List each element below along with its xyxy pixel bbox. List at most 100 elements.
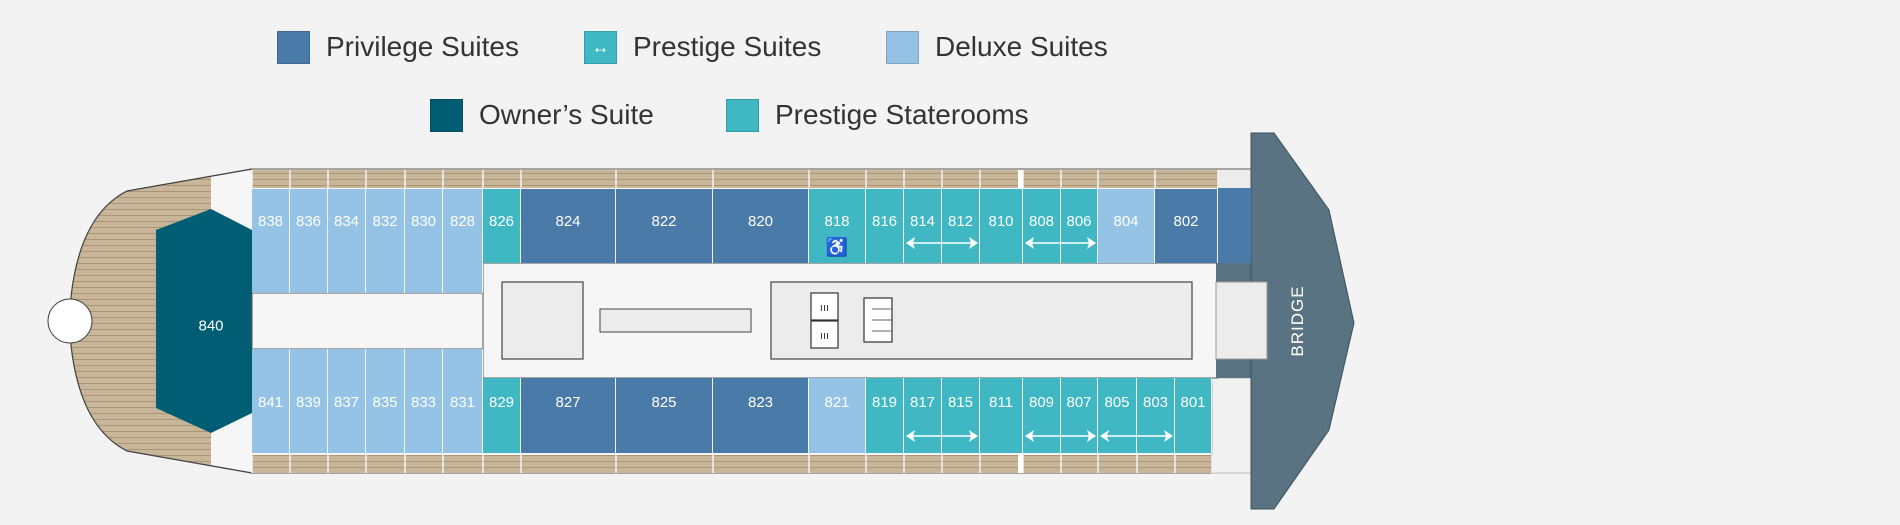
cabin-number: 815 [947, 394, 974, 411]
cabin-number: 832 [372, 213, 398, 230]
cabin-809[interactable]: 809 [1023, 378, 1061, 453]
cabin-number: 834 [333, 213, 360, 230]
cabin-821[interactable]: 821 [809, 378, 866, 453]
cabin-829[interactable]: 829 [483, 378, 521, 453]
cabin-number: 823 [747, 394, 774, 411]
cabin-822[interactable]: 822 [616, 189, 713, 263]
double-arrow-icon [1025, 237, 1096, 249]
double-arrow-icon [1025, 430, 1096, 442]
cabin-826[interactable]: 826 [483, 189, 521, 263]
cabin-833[interactable]: 833 [405, 349, 443, 453]
cabin-814[interactable]: 814 [904, 189, 942, 263]
cabin-823[interactable]: 823 [713, 378, 809, 453]
cabin-820[interactable]: 820 [713, 189, 809, 263]
cabin-806[interactable]: 806 [1061, 189, 1098, 263]
cabin-number: 817 [909, 394, 936, 411]
cabin-825[interactable]: 825 [616, 378, 713, 453]
cabin-number: 816 [871, 213, 898, 230]
double-arrow-icon [906, 430, 978, 442]
cabin-number: 809 [1028, 394, 1055, 411]
upper-promenade-wood [252, 170, 1218, 188]
stern-circle [47, 298, 93, 344]
cabin-836[interactable]: 836 [290, 189, 328, 293]
cabin-835[interactable]: 835 [366, 349, 405, 453]
cabin-811[interactable]: 811 [980, 378, 1023, 453]
cabin-805[interactable]: 805 [1098, 378, 1137, 453]
svg-text:ııı: ııı [820, 302, 829, 314]
cabin-804[interactable]: 804 [1098, 189, 1155, 263]
cabin-840 [156, 209, 252, 433]
double-arrow-icon [906, 237, 978, 249]
cabin-807[interactable]: 807 [1061, 378, 1098, 453]
cabin-837[interactable]: 837 [328, 349, 366, 453]
double-arrow-icon [1100, 430, 1173, 442]
cabin-827[interactable]: 827 [521, 378, 616, 453]
cabin-number: 824 [555, 213, 581, 230]
legend-label: Privilege Suites [326, 31, 519, 62]
cabin-841[interactable]: 841 [252, 349, 290, 453]
cabin-812[interactable]: 812 [942, 189, 980, 263]
cabin-808[interactable]: 808 [1023, 189, 1061, 263]
cabin-number: 807 [1066, 394, 1092, 411]
stair-block [501, 281, 584, 360]
stairs-icon [863, 297, 893, 343]
legend-item-deluxe-suites: Deluxe Suites [886, 30, 1108, 64]
owners-suite-swatch [430, 98, 463, 132]
cabin-832[interactable]: 832 [366, 189, 405, 293]
cabin-839[interactable]: 839 [290, 349, 328, 453]
cabin-number: 806 [1066, 213, 1092, 230]
legend-item-privilege-suites: Privilege Suites [277, 30, 519, 64]
cabin-number: 810 [988, 213, 1014, 230]
cabin-801[interactable]: 801 [1175, 378, 1212, 453]
cabin-number: 818 [824, 213, 850, 230]
cabin-815[interactable]: 815 [942, 378, 980, 453]
legend-label: Prestige Staterooms [775, 99, 1029, 130]
cabin-number: 820 [747, 213, 774, 230]
cabin-831[interactable]: 831 [443, 349, 483, 453]
cabin-number: 825 [651, 394, 677, 411]
cabin-number: 819 [871, 394, 898, 411]
cabin-number: 812 [947, 213, 974, 230]
cabin-803[interactable]: 803 [1137, 378, 1175, 453]
cabin-819[interactable]: 819 [866, 378, 904, 453]
central-core [770, 281, 1193, 360]
cabin-number: 838 [257, 213, 284, 230]
cabin-802[interactable]: 802 [1155, 189, 1218, 263]
cabin-number: 841 [257, 394, 284, 411]
cabin-810[interactable]: 810 [980, 189, 1023, 263]
lower-promenade-wood [252, 455, 1212, 473]
cabin-number: 830 [410, 213, 437, 230]
service-bar [599, 308, 752, 333]
cabin-818[interactable]: 818 ♿ [809, 189, 866, 263]
cabin-816[interactable]: 816 [866, 189, 904, 263]
cabin-number: 827 [555, 394, 581, 411]
bridge [1250, 132, 1355, 510]
legend-item-prestige-staterooms: Prestige Staterooms [726, 98, 1029, 132]
svg-text:ııı: ııı [820, 330, 829, 342]
wheelchair-icon: ♿ [825, 237, 849, 257]
cabin-number: 811 [989, 394, 1013, 411]
cabin-number: 828 [449, 213, 476, 230]
cabin-number: 803 [1142, 394, 1169, 411]
cabin-number: 822 [651, 213, 677, 230]
cabin-830[interactable]: 830 [405, 189, 443, 293]
cabin-834[interactable]: 834 [328, 189, 366, 293]
elevator-icon: ııı ııı [810, 292, 839, 349]
bridge-label: BRIDGE [1288, 285, 1307, 357]
legend-label: Prestige Suites [633, 31, 822, 62]
cabin-number: 839 [295, 394, 322, 411]
legend-item-prestige-suites: ↔ Prestige Suites [584, 30, 821, 64]
prestige-staterooms-swatch [726, 98, 759, 132]
cabin-824[interactable]: 824 [521, 189, 616, 263]
double-arrow-icon: ↔ [584, 30, 617, 64]
cabin-number: 802 [1173, 213, 1199, 230]
deluxe-suites-swatch [886, 30, 919, 64]
cabin-number: 826 [488, 213, 515, 230]
cabin-828[interactable]: 828 [443, 189, 483, 293]
cabin-number: 804 [1113, 213, 1139, 230]
cabin-number: 836 [295, 213, 322, 230]
cabin-838[interactable]: 838 [252, 189, 290, 293]
cabin-817[interactable]: 817 [904, 378, 942, 453]
cabin-number: 833 [410, 394, 437, 411]
cabin-number: 805 [1104, 394, 1130, 411]
